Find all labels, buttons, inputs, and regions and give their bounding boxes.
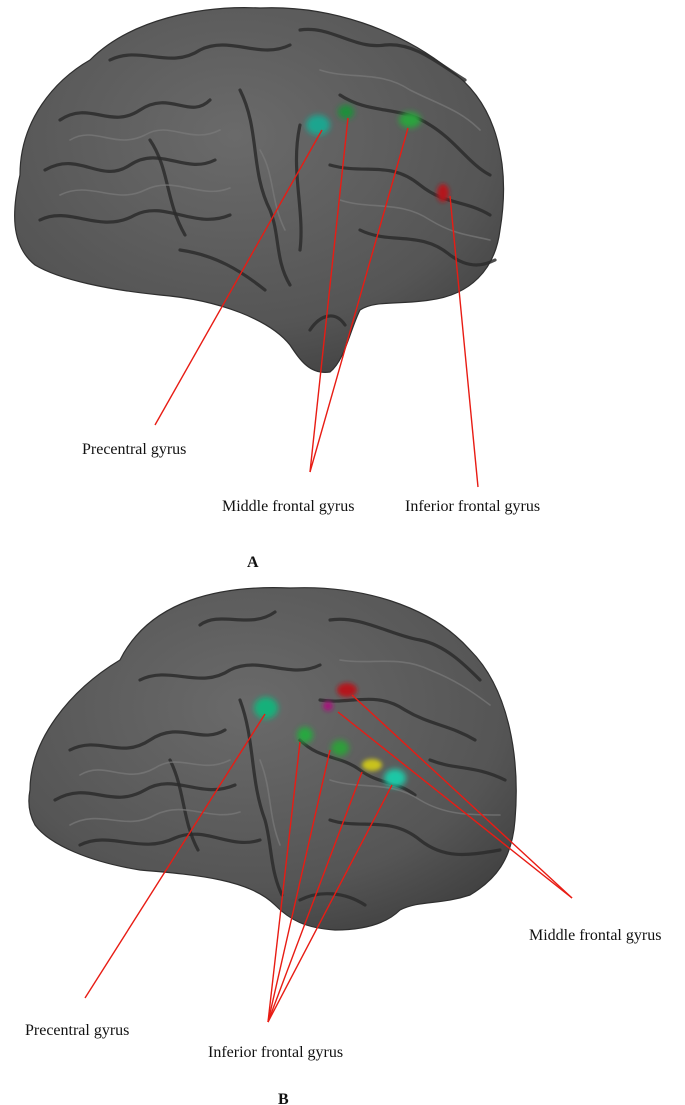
label-middle-frontal-gyrus: Middle frontal gyrus [222, 498, 354, 515]
leader-line-inferior-frontal [267, 749, 331, 1023]
label-inferior-frontal-gyrus: Inferior frontal gyrus [208, 1044, 343, 1061]
activation-spots-a [306, 105, 449, 202]
brain-surface-b [28, 587, 517, 931]
panel-b: Precentral gyrus Inferior frontal gyrus … [25, 587, 661, 1105]
leader-line-middle-frontal [337, 711, 573, 899]
activation-spot [399, 112, 421, 128]
leader-line-inferior-frontal [267, 784, 393, 1023]
activation-spot [384, 769, 406, 787]
leader-line-inferior-frontal [267, 771, 363, 1023]
leader-lines-a [154, 117, 479, 488]
leader-line-precentral [154, 129, 323, 426]
activation-spot [306, 115, 330, 135]
leader-line-inferior-frontal [449, 195, 479, 488]
label-middle-frontal-gyrus: Middle frontal gyrus [529, 927, 661, 944]
leader-line-inferior-frontal [267, 741, 301, 1023]
activation-spot [323, 701, 333, 711]
leader-line-middle-frontal [351, 694, 573, 899]
activation-spot [331, 740, 349, 756]
panel-a: Precentral gyrus Middle frontal gyrus In… [14, 7, 540, 571]
panel-letter-a: A [247, 554, 259, 571]
label-inferior-frontal-gyrus: Inferior frontal gyrus [405, 498, 540, 515]
activation-spot [254, 697, 278, 719]
activation-spot [297, 727, 313, 743]
activation-spot [338, 105, 354, 119]
leader-line-middle-frontal [309, 127, 409, 473]
leader-lines-b [84, 694, 573, 1023]
brain-surface-a [14, 7, 505, 373]
label-precentral-gyrus: Precentral gyrus [25, 1022, 129, 1039]
label-precentral-gyrus: Precentral gyrus [82, 441, 186, 458]
activation-spot [362, 759, 382, 771]
activation-spot [337, 683, 357, 697]
leader-line-precentral [84, 713, 266, 999]
panel-letter-b: B [278, 1091, 289, 1105]
activation-spots-b [254, 683, 406, 787]
leader-line-middle-frontal [309, 117, 349, 473]
activation-spot [437, 184, 449, 202]
